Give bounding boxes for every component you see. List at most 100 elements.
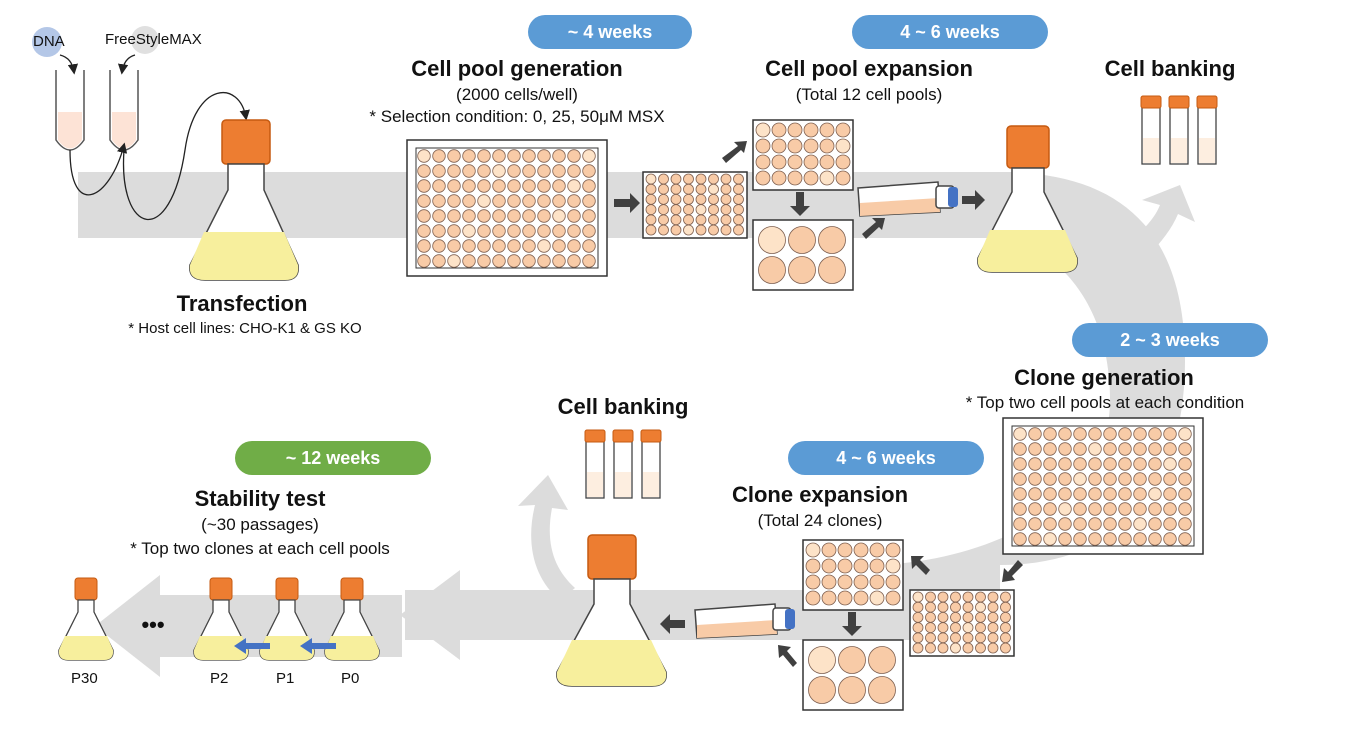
well (853, 574, 869, 590)
well (417, 224, 431, 238)
well (582, 194, 596, 208)
vial (1168, 95, 1190, 165)
well (1088, 517, 1102, 531)
well (755, 138, 771, 154)
well (582, 254, 596, 268)
stability-title: Stability test (194, 486, 326, 511)
well (1000, 632, 1011, 644)
well (552, 149, 566, 163)
well (683, 214, 694, 226)
t-flask-top (857, 181, 958, 217)
well (695, 173, 707, 185)
passage-flask (324, 577, 380, 661)
well (1013, 427, 1027, 441)
well (975, 612, 986, 623)
well (720, 193, 732, 205)
well (1148, 502, 1162, 516)
well (695, 204, 707, 216)
pool-generation-note: * Selection condition: 0, 25, 50μM MSX (369, 107, 665, 126)
well (853, 558, 869, 574)
clone-generation-time-badge: 2 ~ 3 weeks (1072, 323, 1268, 357)
well (821, 542, 837, 558)
well (537, 149, 551, 163)
pool-expansion-title: Cell pool expansion (765, 56, 973, 81)
well (803, 170, 819, 186)
well (1118, 472, 1132, 486)
well (950, 622, 961, 633)
well (805, 590, 821, 606)
well (925, 591, 936, 603)
well (537, 254, 551, 268)
well (477, 194, 491, 208)
well (1058, 427, 1072, 441)
well (1058, 532, 1072, 546)
well (1103, 442, 1117, 456)
well (755, 122, 771, 138)
well (708, 173, 719, 185)
well (912, 601, 924, 613)
well (567, 239, 581, 253)
vial (1196, 95, 1218, 165)
well (1148, 427, 1162, 441)
well (462, 179, 476, 193)
well (1088, 442, 1102, 456)
well (522, 224, 536, 238)
well (492, 254, 506, 268)
well (720, 224, 732, 236)
well (885, 542, 901, 558)
well (925, 642, 936, 654)
pool-generation-time-badge: ~ 4 weeks (528, 15, 692, 49)
well (1163, 487, 1177, 501)
well (658, 204, 669, 216)
well (1103, 457, 1117, 471)
well (1088, 427, 1102, 441)
transfection-tubes (32, 26, 250, 221)
well (733, 224, 744, 236)
well (432, 209, 446, 223)
well (837, 542, 853, 558)
well (733, 173, 744, 185)
well (432, 254, 446, 268)
well (462, 209, 476, 223)
well (1088, 532, 1102, 546)
well (733, 193, 744, 205)
well (492, 179, 506, 193)
well (788, 226, 816, 254)
well (1073, 532, 1087, 546)
well (821, 558, 837, 574)
well (567, 254, 581, 268)
well (462, 224, 476, 238)
well (1163, 532, 1177, 546)
well (869, 558, 885, 574)
well (853, 542, 869, 558)
well (987, 632, 999, 644)
well (808, 646, 836, 674)
well (1103, 427, 1117, 441)
well (1133, 427, 1147, 441)
well (912, 612, 924, 623)
well (683, 224, 694, 236)
well (447, 179, 461, 193)
well (670, 183, 682, 195)
well (1073, 517, 1087, 531)
well (1028, 427, 1042, 441)
well (720, 183, 732, 195)
clone-expansion-time-badge: 4 ~ 6 weeks (788, 441, 984, 475)
bottom-banking-vials (584, 429, 662, 499)
well (950, 601, 961, 613)
clone-generation-plate (1002, 417, 1204, 555)
well (507, 194, 521, 208)
well (912, 622, 924, 633)
well (552, 254, 566, 268)
well (805, 558, 821, 574)
well (1133, 472, 1147, 486)
well (522, 209, 536, 223)
well (1103, 472, 1117, 486)
well (658, 183, 669, 195)
well (683, 183, 694, 195)
well (670, 193, 682, 205)
well (835, 154, 851, 170)
well (462, 239, 476, 253)
well (1073, 442, 1087, 456)
clone-expansion-plates (802, 539, 1015, 711)
